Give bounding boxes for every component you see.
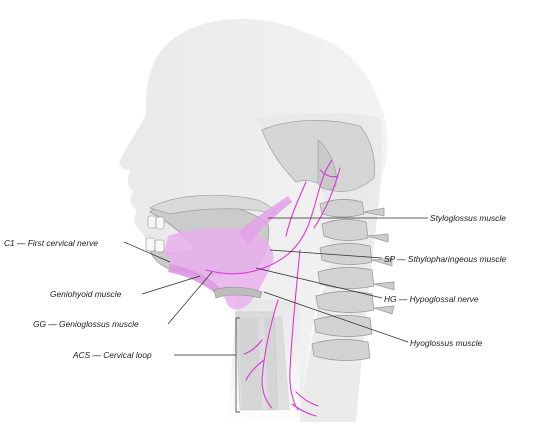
leader-stylopharyngeus [269, 249, 383, 259]
label-c1: C1 — First cervical nerve [4, 238, 99, 248]
neck-strap-muscles [238, 316, 290, 410]
teeth [145, 215, 165, 253]
nerve-twig [319, 169, 339, 178]
leader-genioglossus [167, 271, 213, 325]
vertebra-c7 [311, 339, 371, 361]
label-styloglossus: Styloglossus muscle [430, 213, 506, 223]
spinous-processes [363, 207, 395, 315]
vertebra-c5 [315, 291, 375, 313]
lower-tooth-2 [154, 239, 165, 253]
label-hypoglossal: HG — Hypoglossal nerve [384, 294, 479, 304]
label-stylopharyngeus: SP — Sthylopharingeous muscle [384, 254, 507, 264]
lower-incisor [145, 237, 156, 252]
upper-tooth-2 [155, 216, 165, 230]
cervical-loop-branch [261, 299, 279, 409]
vertebra-c4 [317, 267, 375, 289]
leader-geniohyoid [141, 275, 201, 295]
vertebra-c1 [319, 199, 365, 218]
leader-hypoglossal [255, 267, 383, 299]
hyoid-bone [213, 286, 263, 299]
vertebra-c3 [319, 243, 373, 265]
c1-nerve-branch [313, 167, 341, 229]
ansa-branches [243, 339, 319, 417]
cervical-loop-nerve [289, 249, 301, 411]
label-geniohyoid: Geniohyoid muscle [50, 289, 122, 299]
leader-hyoglossus [263, 291, 409, 343]
vertebra-c2 [321, 219, 369, 241]
label-cervical-loop: ACS — Cervical loop [73, 350, 152, 360]
upper-incisor [147, 215, 157, 229]
maxilla [149, 194, 277, 215]
cervical-loop-bracket [235, 317, 240, 413]
leader-lines [123, 217, 428, 413]
cervical-spine [311, 199, 395, 361]
vertebra-c6 [313, 315, 373, 337]
label-hyoglossus: Hyoglossus muscle [410, 338, 483, 348]
leader-c1 [123, 241, 171, 263]
geniohyoid-band [168, 264, 220, 294]
stylopharyngeus-nerve [285, 181, 307, 237]
label-genioglossus: GG — Genioglossus muscle [33, 319, 139, 329]
styloglossus-band [238, 196, 292, 244]
